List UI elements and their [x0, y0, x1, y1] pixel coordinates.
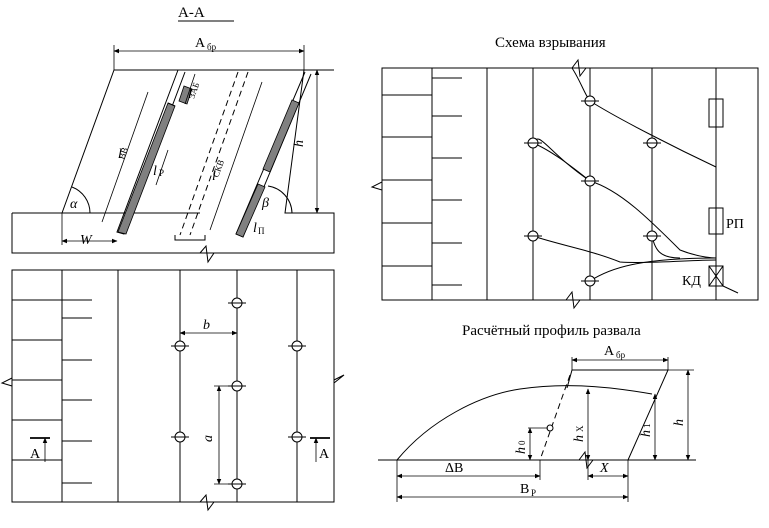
- profile-h0-sub: 0: [517, 440, 527, 445]
- dim-b: b: [203, 318, 210, 333]
- plan-view: b a А А: [0, 269, 345, 512]
- relay-box-rp: [708, 207, 724, 235]
- dim-l-zab-sub: ЗАБ: [186, 81, 201, 100]
- profile-h0: h: [514, 447, 529, 454]
- angle-alpha: α: [70, 197, 78, 212]
- dim-l-p: l: [153, 164, 157, 179]
- label-kd: КД: [682, 274, 701, 289]
- kd-box: [708, 265, 724, 287]
- profile-a-br-sub: бр: [616, 350, 626, 360]
- section-view: А-А А бр h l ЗАБ: [11, 5, 335, 264]
- profile-view: Расчётный профиль развала А бр h X h 0 h…: [378, 323, 696, 502]
- bench-ticks-2: [62, 317, 92, 484]
- dim-a: a: [201, 435, 216, 442]
- blast-scheme: Схема взрывания: [370, 35, 759, 310]
- dim-l-vv: l: [118, 147, 122, 162]
- angle-beta: β: [261, 196, 269, 211]
- dim-l-zab: l: [188, 87, 192, 102]
- blast-scheme-title: Схема взрывания: [495, 35, 606, 51]
- profile-title: Расчётный профиль развала: [462, 323, 641, 339]
- dim-l-vv-sub: ВВ: [116, 146, 130, 161]
- profile-hx: h: [572, 435, 587, 442]
- profile-hx-sub: X: [575, 425, 585, 432]
- profile-bp-sub: Р: [531, 488, 536, 498]
- plan-holes: [171, 297, 306, 490]
- profile-h1-sub: 1: [642, 424, 652, 429]
- dim-l-small: l: [253, 221, 257, 236]
- section-marker-left: А: [30, 447, 41, 462]
- dim-w: W: [80, 233, 93, 248]
- section-marker-right: А: [319, 447, 330, 462]
- scheme-ticks: [382, 77, 462, 286]
- section-title: А-А: [178, 5, 205, 21]
- charge-right-bottom: [235, 183, 266, 238]
- label-rp: РП: [726, 217, 744, 232]
- dim-l-skv: l: [212, 169, 216, 184]
- dim-l-small-sub: П: [258, 226, 265, 236]
- charge-lower-left: [117, 102, 176, 235]
- charge-upper-left: [178, 85, 193, 105]
- profile-x: X: [599, 461, 609, 476]
- profile-a-br: А: [604, 344, 615, 359]
- dim-a-br: А: [195, 36, 206, 51]
- profile-delta-b: ΔВ: [445, 461, 463, 476]
- profile-bp: В: [520, 482, 529, 497]
- scheme-holes: [524, 95, 661, 287]
- relay-box: [708, 98, 724, 128]
- profile-h1: h: [639, 430, 654, 437]
- profile-h: h: [672, 419, 687, 426]
- dim-h: h: [292, 140, 307, 147]
- dim-l-p-sub: Р: [159, 168, 164, 178]
- plan-grid-rows: [12, 299, 62, 461]
- dim-a-br-sub: бр: [207, 42, 217, 52]
- dim-l-skv-sub: СКВ: [210, 158, 226, 178]
- charge-right-top: [262, 99, 300, 173]
